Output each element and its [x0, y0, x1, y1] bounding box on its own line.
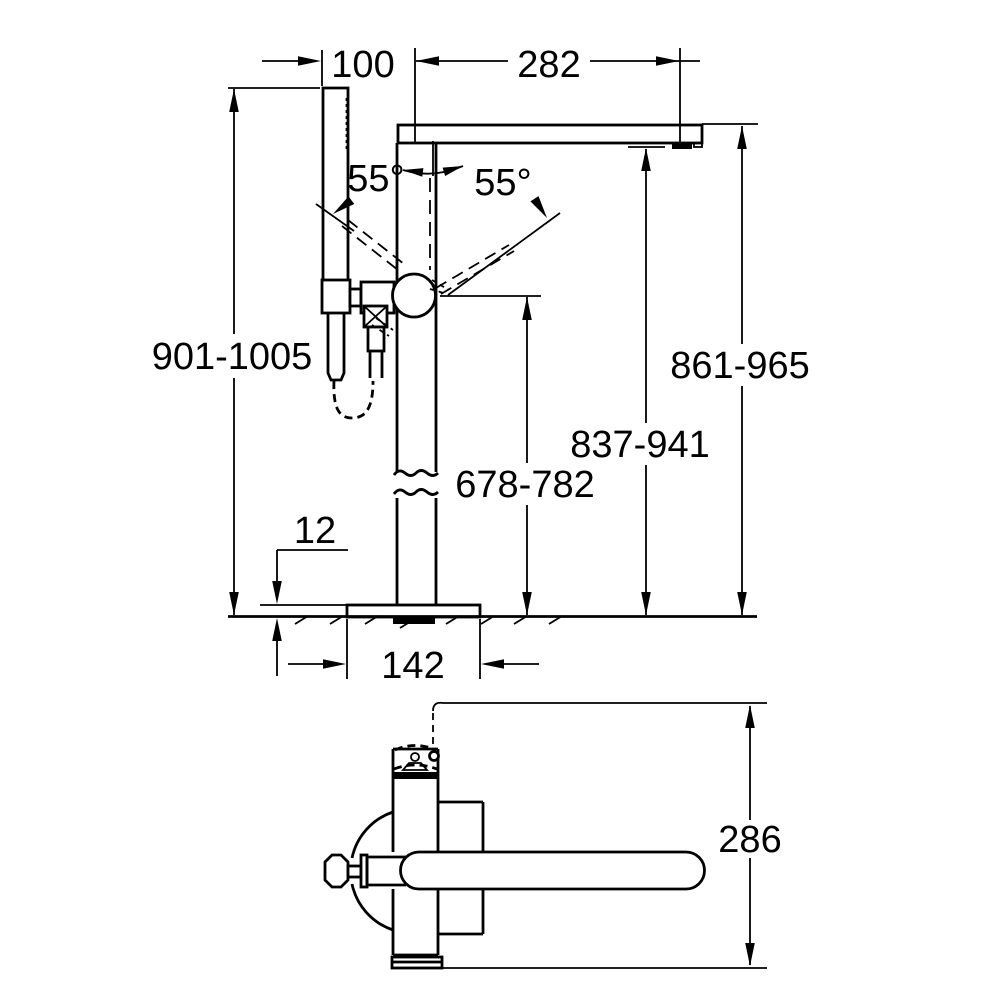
front-view: 55° 55° 100: [152, 44, 810, 687]
break-line-lower: [392, 488, 439, 496]
shower-hose: [332, 380, 375, 420]
dim-base-plate-height: 12: [294, 510, 336, 552]
bar-foot: [390, 953, 444, 970]
dim-282: 282: [414, 44, 700, 143]
hose-port: [428, 750, 440, 762]
dim-overall-height: 901-1005: [152, 336, 313, 378]
handshower-icon: [401, 752, 429, 771]
spout-plan: [399, 850, 706, 891]
body-housing: [438, 800, 485, 936]
dim-swivel-left: 55°: [347, 158, 404, 200]
dim-837-941: 837-941: [570, 146, 710, 615]
dim-142: 142: [288, 619, 539, 687]
aerator-outlet: [672, 143, 692, 149]
dim-spout-top-height: 861-965: [670, 345, 809, 387]
diverter-knob: [323, 853, 406, 889]
holder-bar: [393, 772, 438, 779]
spout-outline: [396, 123, 704, 149]
break-line-upper: [392, 469, 439, 477]
diverter-symbol: [362, 304, 389, 329]
base-and-floor: [228, 603, 757, 629]
dim-286: 286: [432, 701, 782, 969]
dim-overall-depth: 286: [718, 819, 781, 861]
floor-hatching: [294, 615, 563, 629]
dim-spout-reach: 282: [517, 44, 580, 86]
dim-handle-height: 678-782: [455, 464, 594, 506]
dim-100: 100: [262, 44, 395, 86]
lever-pivot: [371, 272, 450, 337]
floor-connection: [393, 617, 435, 624]
dim-861-965: 861-965: [670, 123, 810, 615]
dim-901-1005: 901-1005: [152, 87, 320, 615]
bar-body: [390, 744, 444, 970]
dim-handshower-offset: 100: [331, 44, 394, 86]
dim-base-plate-width: 142: [381, 645, 444, 687]
base-circle: [350, 810, 394, 932]
top-view: 286: [323, 701, 782, 970]
dim-swivel-right: 55°: [474, 162, 531, 204]
dim-spout-underside-height: 837-941: [570, 424, 709, 466]
dim-12: 12: [260, 510, 348, 676]
riser-column: [392, 143, 439, 605]
swivel-annotation: 55° 55°: [315, 141, 561, 296]
dim-678-782: 678-782: [440, 295, 595, 615]
handshower-outline: [320, 86, 396, 420]
